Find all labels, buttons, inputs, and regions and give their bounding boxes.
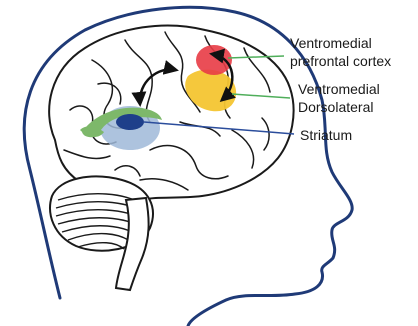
brain-outline (49, 26, 293, 202)
striatum-label: Striatum (300, 127, 352, 143)
dlpfc-label-line1: Ventromedial (298, 81, 380, 97)
vmpfc-label-line2: prefrontal cortex (290, 53, 391, 69)
dlpfc-label-line2: Dorsolateral (298, 99, 373, 115)
vmpfc-label-line1: Ventromedial (290, 35, 372, 51)
